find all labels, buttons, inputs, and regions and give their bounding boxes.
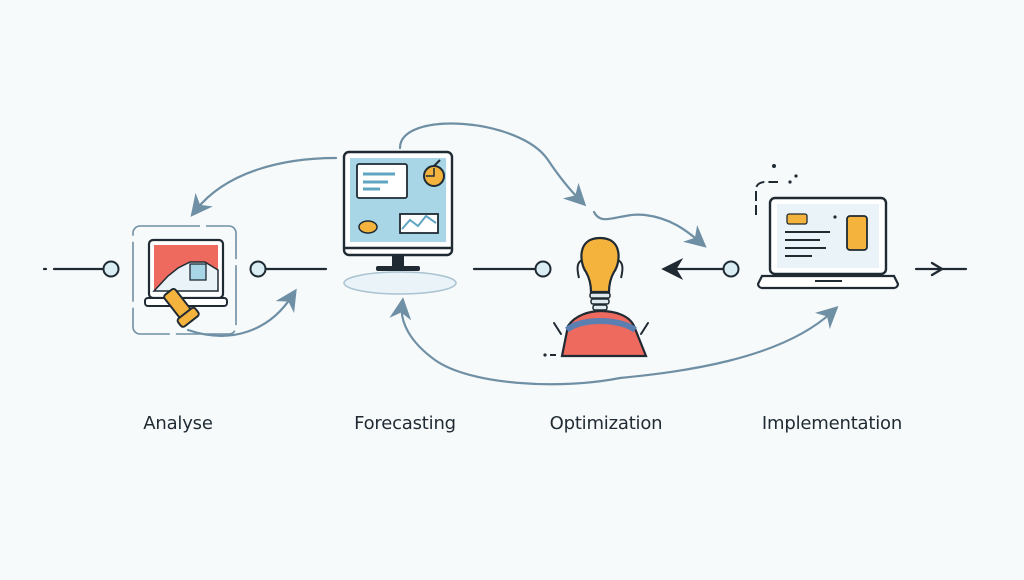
lightbulb-person-icon [543, 236, 649, 358]
node-1 [102, 260, 120, 278]
node-3 [534, 260, 552, 278]
arrow-loop-to-implement [618, 306, 839, 380]
timeline [42, 258, 968, 280]
step-label-analyse: Analyse [143, 413, 213, 434]
arrow-forecast-to-optimize [398, 122, 587, 207]
timeline-end-arrow [930, 261, 945, 277]
analysis-icon [132, 225, 237, 335]
arrow-optimize-to-implement [592, 210, 707, 248]
timeline-nodes [102, 260, 740, 278]
step-label-forecasting: Forecasting [354, 413, 456, 434]
node-2 [249, 260, 267, 278]
arrow-loop-back-to-forecast [389, 297, 622, 386]
step-label-implementation: Implementation [761, 413, 903, 434]
monitor-chart-icon [342, 150, 457, 295]
flow-arrows [186, 122, 839, 386]
arrow-forecast-to-analyse [190, 156, 338, 217]
step-label-optimization: Optimization [549, 413, 663, 434]
laptop-icon [755, 164, 900, 290]
node-4 [722, 260, 740, 278]
